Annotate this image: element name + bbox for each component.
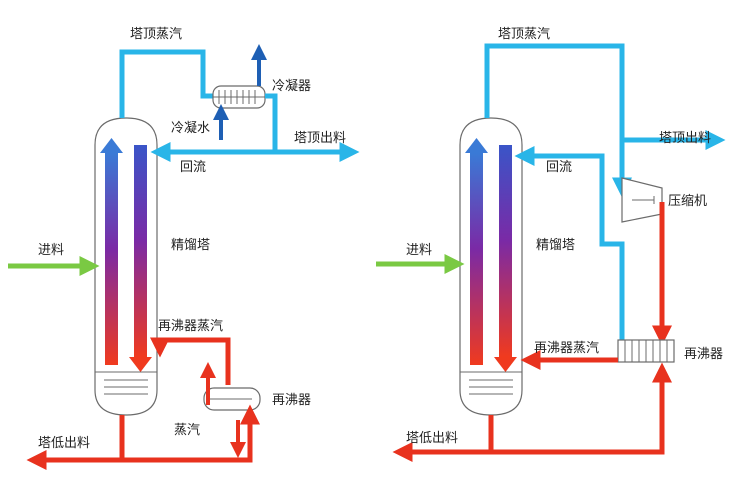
- left-top-product-label: 塔顶出料: [294, 131, 346, 146]
- right-reboiler-label: 再沸器: [684, 347, 723, 362]
- right-bottom-product-label: 塔低出料: [406, 431, 458, 446]
- left-reboiler: [203, 387, 261, 411]
- right-column-label: 精馏塔: [536, 238, 575, 253]
- right-reboiler-vapor-label: 再沸器蒸汽: [534, 341, 599, 356]
- left-diagram: 塔顶蒸汽 冷凝器 冷凝水 塔顶出料 回流 精馏塔 进料 再沸器蒸汽 再沸器 蒸汽…: [8, 27, 360, 470]
- left-condenser-label: 冷凝器: [272, 78, 311, 94]
- left-condenser: [212, 85, 266, 109]
- right-column-vessel: [459, 117, 523, 416]
- left-steam-label: 蒸汽: [174, 423, 200, 438]
- right-bottom-line: [488, 362, 672, 455]
- right-compressor-label: 压缩机: [668, 193, 707, 209]
- left-bottom-product-label: 塔低出料: [38, 436, 90, 451]
- right-reflux-line: [514, 146, 625, 340]
- right-top-vapor-label: 塔顶蒸汽: [498, 27, 550, 42]
- left-reboiler-vapor-label: 再沸器蒸汽: [158, 319, 223, 334]
- left-column-label: 精馏塔: [171, 238, 210, 253]
- left-cooling-water-label: 冷凝水: [171, 120, 210, 136]
- right-reflux-label: 回流: [546, 160, 572, 175]
- right-top-vapor-line: [484, 43, 632, 198]
- left-reflux-label: 回流: [180, 160, 206, 175]
- left-reboiler-label: 再沸器: [272, 393, 311, 408]
- left-bottom-line: [119, 404, 260, 463]
- left-internal-liquid-down-arrow: [129, 145, 152, 372]
- right-internal-liquid-down-arrow: [494, 145, 517, 372]
- left-top-vapor-label: 塔顶蒸汽: [130, 27, 182, 42]
- left-feed-label: 进料: [38, 243, 64, 258]
- right-reboiler: [617, 339, 675, 363]
- right-top-product-label: 塔顶出料: [659, 131, 711, 146]
- right-compressor: [621, 177, 663, 223]
- right-internal-vapor-up-arrow: [465, 138, 488, 365]
- left-condensate-line: [265, 93, 278, 152]
- right-diagram: 塔顶蒸汽 塔顶出料 回流 压缩机 精馏塔 进料 再沸器蒸汽 再沸器 塔低出料: [376, 27, 726, 462]
- left-reboiler-vapor-line: [150, 337, 231, 385]
- left-column-vessel: [94, 117, 158, 416]
- right-feed-label: 进料: [406, 243, 432, 258]
- left-top-vapor-line: [119, 49, 213, 118]
- left-internal-vapor-up-arrow: [100, 138, 123, 365]
